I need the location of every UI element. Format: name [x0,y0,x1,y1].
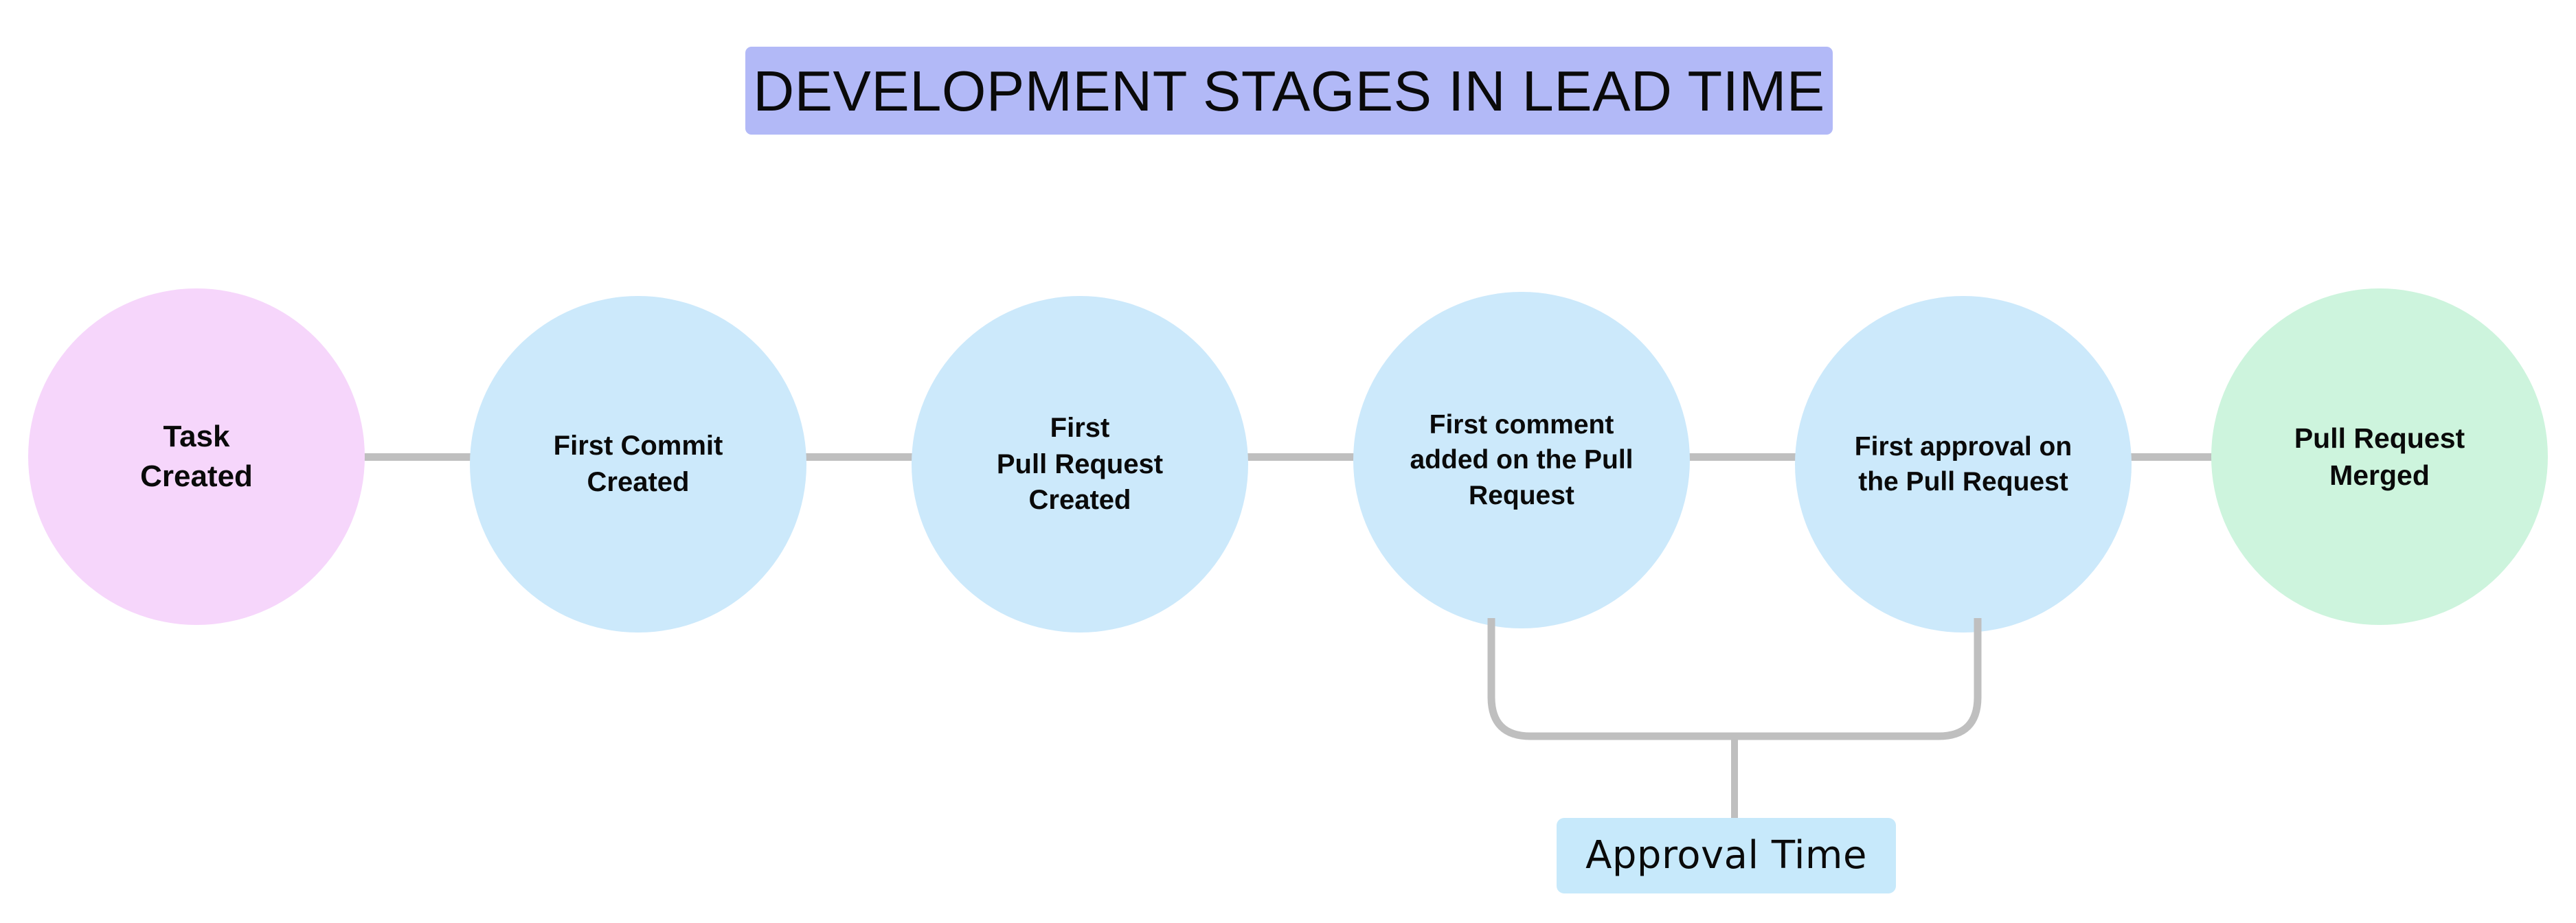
approval-time-bracket [1487,618,1982,821]
connector-task-to-first-commit [363,453,472,461]
stage-node-first-commit-created[interactable]: First Commit Created [470,296,806,633]
stage-label-task-created: Task Created [140,419,253,493]
stage-node-first-pull-request-created[interactable]: First Pull Request Created [912,296,1248,633]
stage-label-first-commit-created: First Commit Created [553,431,723,497]
stage-label-first-pull-request-created: First Pull Request Created [996,412,1164,516]
stage-label-pull-request-merged: Pull Request Merged [2294,422,2465,491]
page-title: DEVELOPMENT STAGES IN LEAD TIME [753,58,1825,123]
diagram-title-banner: DEVELOPMENT STAGES IN LEAD TIME [745,47,1833,135]
connector-first-comment-to-first-approval [1688,453,1797,461]
stage-label-first-comment-added-on-pull-request: First comment added on the Pull Request [1410,409,1634,510]
bracket-u-path [1487,618,1982,740]
stage-node-first-comment-added-on-pull-request[interactable]: First comment added on the Pull Request [1353,292,1690,628]
stage-node-task-created[interactable]: Task Created [28,288,365,625]
approval-time-label-box[interactable]: Approval Time [1557,818,1896,893]
connector-first-commit-to-first-pr [804,453,914,461]
stage-node-first-approval-on-pull-request[interactable]: First approval on the Pull Request [1795,296,2132,633]
stage-node-pull-request-merged[interactable]: Pull Request Merged [2211,288,2548,625]
connector-first-approval-to-merged [2129,453,2239,461]
approval-time-label: Approval Time [1585,833,1867,878]
connector-first-pr-to-first-comment [1246,453,1355,461]
stage-label-first-approval-on-pull-request: First approval on the Pull Request [1854,431,2072,497]
